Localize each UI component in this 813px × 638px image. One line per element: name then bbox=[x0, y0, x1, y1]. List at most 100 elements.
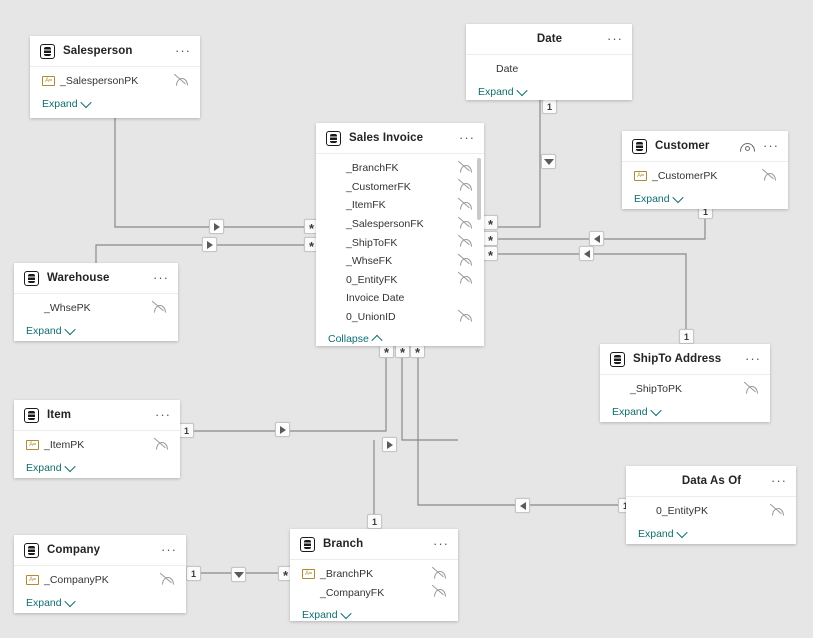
table-header-company[interactable]: Company··· bbox=[14, 535, 186, 566]
filter-direction-arrow-left[interactable] bbox=[515, 498, 530, 513]
hidden-eye-icon[interactable] bbox=[763, 171, 776, 182]
hidden-eye-icon[interactable] bbox=[459, 312, 472, 323]
relationship-line[interactable] bbox=[401, 350, 458, 441]
hidden-eye-icon[interactable] bbox=[459, 256, 472, 267]
filter-direction-arrow-right[interactable] bbox=[382, 437, 397, 452]
hidden-eye-icon[interactable] bbox=[745, 384, 758, 395]
expand-button[interactable]: Expand bbox=[600, 401, 770, 422]
table-header-customer[interactable]: Customer··· bbox=[622, 131, 788, 162]
more-options-icon[interactable]: ··· bbox=[763, 138, 779, 153]
expand-button[interactable]: Expand bbox=[14, 592, 186, 613]
filter-direction-arrow-right[interactable] bbox=[202, 237, 217, 252]
field-row[interactable]: 0_EntityFK bbox=[316, 271, 484, 290]
hidden-eye-icon[interactable] bbox=[459, 163, 472, 174]
field-row[interactable]: _ShipToPK bbox=[600, 380, 770, 399]
relationship-line[interactable] bbox=[491, 100, 541, 228]
field-row[interactable]: _WhseFK bbox=[316, 252, 484, 271]
hidden-eye-icon[interactable] bbox=[175, 76, 188, 87]
cardinality-one-badge[interactable]: 1 bbox=[179, 423, 194, 438]
field-row[interactable]: _CompanyFK bbox=[290, 584, 458, 603]
more-options-icon[interactable]: ··· bbox=[607, 31, 623, 46]
relationship-line[interactable] bbox=[95, 244, 304, 263]
field-row[interactable]: A=_CompanyPK bbox=[14, 571, 186, 590]
relationship-line[interactable] bbox=[417, 350, 626, 506]
field-row[interactable]: _BranchFK bbox=[316, 159, 484, 178]
eye-icon[interactable] bbox=[740, 141, 755, 152]
field-row[interactable]: Invoice Date bbox=[316, 289, 484, 308]
table-header-item[interactable]: Item··· bbox=[14, 400, 180, 431]
table-card-warehouse[interactable]: Warehouse··· _WhsePK Expand bbox=[14, 263, 178, 341]
filter-direction-arrow-down[interactable] bbox=[541, 154, 556, 169]
table-header-shipto-address[interactable]: ShipTo Address··· bbox=[600, 344, 770, 375]
field-row[interactable]: Date bbox=[466, 60, 632, 79]
field-row[interactable]: _ItemFK bbox=[316, 196, 484, 215]
table-header-warehouse[interactable]: Warehouse··· bbox=[14, 263, 178, 294]
field-row[interactable]: A=_SalespersonPK bbox=[30, 72, 200, 91]
expand-button[interactable]: Expand bbox=[14, 320, 178, 341]
field-row[interactable]: _SalespersonFK bbox=[316, 215, 484, 234]
hidden-eye-icon[interactable] bbox=[161, 575, 174, 586]
table-header-branch[interactable]: Branch··· bbox=[290, 529, 458, 560]
table-card-customer[interactable]: Customer··· A=_CustomerPK Expand bbox=[622, 131, 788, 209]
field-row[interactable]: _CustomerFK bbox=[316, 178, 484, 197]
cardinality-many-badge[interactable]: * bbox=[379, 343, 394, 359]
field-row[interactable]: 0_EntityPK bbox=[626, 502, 796, 521]
cardinality-many-badge[interactable]: * bbox=[483, 246, 498, 262]
cardinality-many-badge[interactable]: * bbox=[483, 215, 498, 231]
expand-button[interactable]: Expand bbox=[14, 457, 180, 478]
hidden-eye-icon[interactable] bbox=[459, 181, 472, 192]
table-card-shipto-address[interactable]: ShipTo Address··· _ShipToPK Expand bbox=[600, 344, 770, 422]
filter-direction-arrow-left[interactable] bbox=[589, 231, 604, 246]
hidden-eye-icon[interactable] bbox=[433, 569, 446, 580]
cardinality-one-badge[interactable]: 1 bbox=[542, 99, 557, 114]
more-options-icon[interactable]: ··· bbox=[161, 542, 177, 557]
field-list-scrollbar[interactable] bbox=[477, 158, 481, 220]
field-row[interactable]: A=_CustomerPK bbox=[622, 167, 788, 186]
field-row[interactable]: _WhsePK bbox=[14, 299, 178, 318]
more-options-icon[interactable]: ··· bbox=[745, 351, 761, 366]
hidden-eye-icon[interactable] bbox=[459, 219, 472, 230]
cardinality-one-badge[interactable]: 1 bbox=[367, 514, 382, 529]
cardinality-one-badge[interactable]: 1 bbox=[186, 566, 201, 581]
cardinality-many-badge[interactable]: * bbox=[395, 343, 410, 359]
table-header-sales-invoice[interactable]: Sales Invoice··· bbox=[316, 123, 484, 154]
cardinality-many-badge[interactable]: * bbox=[483, 231, 498, 247]
expand-button[interactable]: Expand bbox=[30, 93, 200, 115]
filter-direction-arrow-right[interactable] bbox=[209, 219, 224, 234]
table-card-data-as-of[interactable]: Data As Of··· 0_EntityPK Expand bbox=[626, 466, 796, 544]
expand-button[interactable]: Expand bbox=[622, 188, 788, 209]
hidden-eye-icon[interactable] bbox=[459, 200, 472, 211]
filter-direction-arrow-right[interactable] bbox=[275, 422, 290, 437]
expand-button[interactable]: Expand bbox=[466, 81, 632, 100]
hidden-eye-icon[interactable] bbox=[153, 303, 166, 314]
hidden-eye-icon[interactable] bbox=[155, 440, 168, 451]
hidden-eye-icon[interactable] bbox=[433, 587, 446, 598]
more-options-icon[interactable]: ··· bbox=[459, 130, 475, 145]
hidden-eye-icon[interactable] bbox=[459, 237, 472, 248]
hidden-eye-icon[interactable] bbox=[459, 274, 472, 285]
more-options-icon[interactable]: ··· bbox=[155, 407, 171, 422]
table-header-data-as-of[interactable]: Data As Of··· bbox=[626, 466, 796, 497]
filter-direction-arrow-left[interactable] bbox=[579, 246, 594, 261]
relationship-line[interactable] bbox=[180, 350, 387, 432]
table-card-item[interactable]: Item··· A=_ItemPK Expand bbox=[14, 400, 180, 478]
more-options-icon[interactable]: ··· bbox=[175, 43, 191, 58]
more-options-icon[interactable]: ··· bbox=[153, 270, 169, 285]
relationship-line[interactable] bbox=[114, 118, 304, 228]
collapse-button[interactable]: Collapse bbox=[316, 328, 484, 346]
field-row[interactable]: A=_BranchPK bbox=[290, 565, 458, 584]
filter-direction-arrow-down[interactable] bbox=[231, 567, 246, 582]
field-row[interactable]: A=_ItemPK bbox=[14, 436, 180, 455]
table-header-salesperson[interactable]: Salesperson··· bbox=[30, 36, 200, 67]
hidden-eye-icon[interactable] bbox=[771, 506, 784, 517]
expand-button[interactable]: Expand bbox=[626, 523, 796, 544]
table-card-salesperson[interactable]: Salesperson··· A=_SalespersonPK Expand bbox=[30, 36, 200, 118]
more-options-icon[interactable]: ··· bbox=[771, 473, 787, 488]
table-card-company[interactable]: Company··· A=_CompanyPK Expand bbox=[14, 535, 186, 613]
relationship-line[interactable] bbox=[491, 253, 687, 344]
field-row[interactable]: 0_UnionID bbox=[316, 308, 484, 327]
cardinality-one-badge[interactable]: 1 bbox=[679, 329, 694, 344]
table-header-date[interactable]: Date··· bbox=[466, 24, 632, 55]
